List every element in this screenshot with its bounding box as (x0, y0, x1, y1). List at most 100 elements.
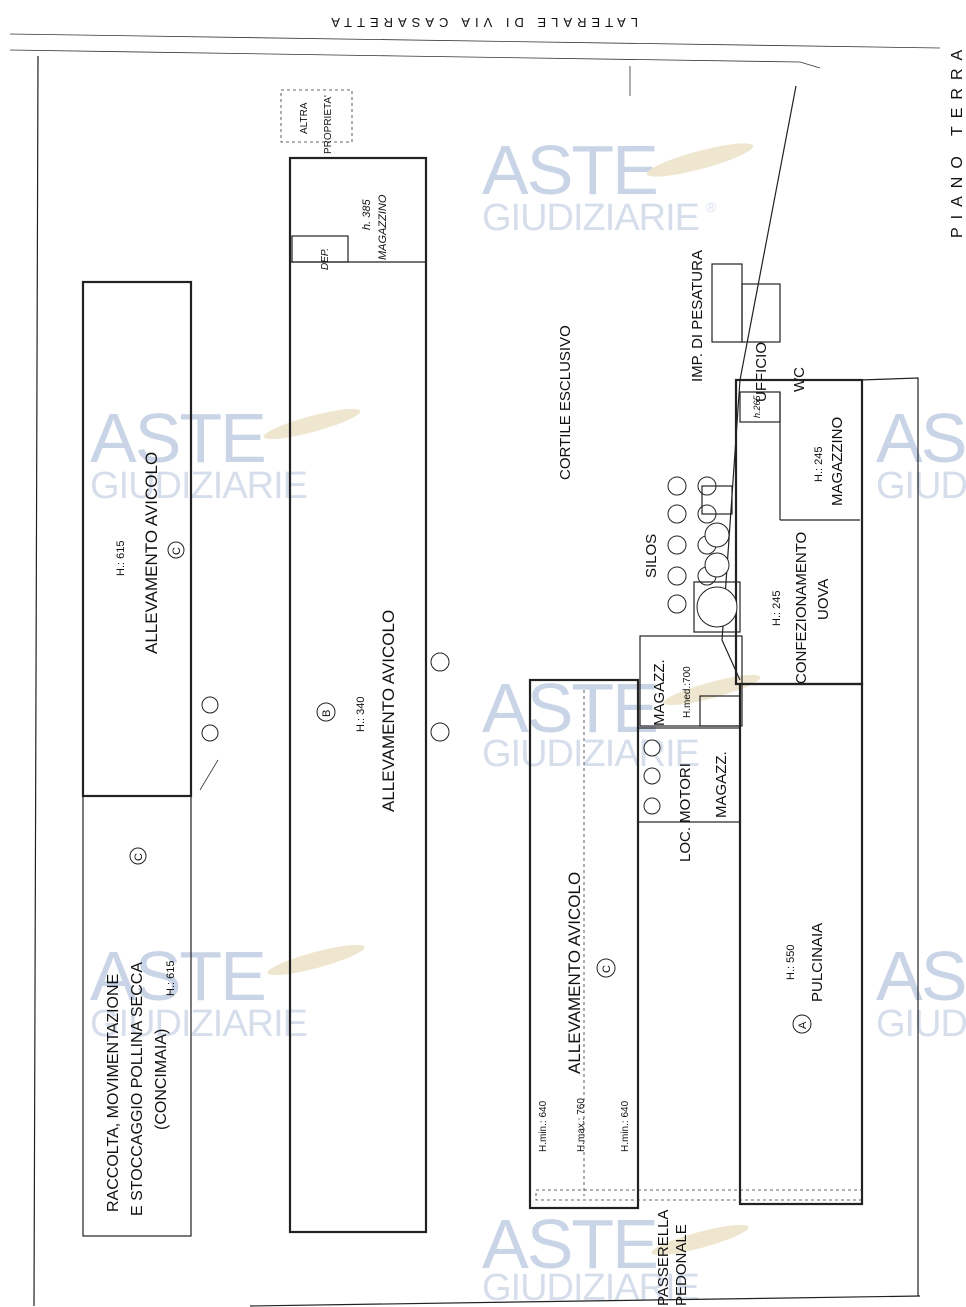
street-edge-2 (9, 49, 821, 69)
gavel-icon (267, 944, 365, 976)
pulcinaia-name: PULCINAIA (809, 923, 826, 1002)
confezionamento-name2: UOVA (815, 579, 832, 620)
floor-label: PIANO TERRA (949, 42, 966, 238)
other-property (280, 89, 353, 143)
silo (643, 739, 661, 757)
silos-label: SILOS (643, 534, 660, 578)
silo (430, 652, 450, 672)
building-c-right-hmax: H.max.: 760 (576, 1098, 587, 1152)
building-c-right-marker (596, 958, 616, 978)
other-property-line2: PROPRIETA' (323, 95, 334, 154)
watermark-brand: ASTE (876, 937, 966, 1015)
silo-big (693, 581, 741, 633)
walkway-line1: PASSERELLA (655, 1210, 672, 1306)
building-c-top-letter: C (171, 547, 183, 555)
magazzino-a-height: H.: 245 (813, 447, 825, 482)
watermark-sub: GIUDIZIARIE (482, 733, 699, 775)
building-c-right-hmin1: H.min.: 640 (538, 1100, 549, 1152)
magazz-block (639, 635, 743, 727)
building-b-marker (316, 702, 336, 722)
watermark-right-mid: ASTE GIUDIZIARIE (876, 399, 966, 507)
weighing-label: IMP. DI PESATURA (689, 250, 706, 382)
building-c-bottom-line2: E STOCCAGGIO POLLINA SECCA (129, 962, 146, 1216)
gavel-icon (651, 1224, 749, 1256)
silo (696, 586, 738, 628)
silo-square (701, 485, 733, 515)
silo (704, 552, 730, 578)
magazz-small (699, 695, 741, 727)
confezionamento-name1: CONFEZIONAMENTO (793, 532, 810, 684)
building-b-dep-label: DEP. (320, 248, 331, 270)
building-c-bottom (82, 795, 192, 1237)
building-b-warehouse-height: h. 385 (361, 199, 373, 230)
silo (643, 767, 661, 785)
walkway (535, 1189, 863, 1201)
building-c-bottom-marker (129, 847, 147, 865)
watermark-reg: ® (706, 199, 717, 215)
building-b-height: H.: 340 (355, 697, 367, 732)
lot-boundary-east (859, 377, 919, 1296)
other-property-line1: ALTRA (299, 102, 310, 134)
street-edge (9, 33, 941, 49)
watermark-brand: ASTE (90, 937, 265, 1015)
lot-boundary-left (33, 55, 39, 1307)
silo (704, 522, 730, 548)
office-label: UFFICIO (753, 342, 770, 402)
building-b-warehouse-name: MAGAZZINO (377, 194, 389, 260)
silo (667, 476, 687, 496)
h265-label: h.265 (752, 394, 762, 418)
gavel-icon (663, 674, 761, 706)
building-b-name: ALLEVAMENTO AVICOLO (379, 610, 398, 812)
watermark-right-low: ASTE GIUDIZIARIE (876, 937, 966, 1045)
lot-boundary-bottom (249, 1295, 921, 1307)
watermark-brand: ASTE (90, 399, 265, 477)
watermark-bottom: ASTE GIUDIZIARIE (482, 1205, 749, 1307)
weighing-scale (711, 263, 743, 343)
courtyard-label: CORTILE ESCLUSIVO (557, 325, 574, 480)
watermark-brand: ASTE (482, 669, 657, 747)
silo (643, 797, 661, 815)
lot-boundary-right (721, 85, 797, 681)
walkway-line2: PEDONALE (673, 1224, 690, 1306)
watermark-top: ASTE GIUDIZIARIE ® (482, 131, 754, 239)
watermark-sub: GIUDIZIARIE (90, 1003, 307, 1045)
loc-motori-label: LOC. MOTORI (677, 763, 694, 862)
building-c-bottom-line3: (CONCIMAIA) (153, 1029, 170, 1130)
pulcinaia-letter: A (797, 1021, 809, 1029)
magazz-top-label: MAGAZZ. (651, 659, 668, 726)
h-med-label: H.med.:700 (682, 666, 693, 718)
building-c-right-hmin2: H.min.: 640 (620, 1100, 631, 1152)
watermark-sub: GIUDIZIARIE (90, 465, 307, 507)
building-b (288, 156, 428, 1234)
building-b-letter: B (321, 710, 333, 717)
building-c-top-height: H.: 615 (115, 541, 127, 576)
building-c-top-name: ALLEVAMENTO AVICOLO (142, 452, 161, 654)
watermark-brand: ASTE (482, 131, 657, 209)
silo (667, 504, 687, 524)
building-c-bottom-height: H.: 615 (165, 961, 177, 996)
building-c-bottom-letter: C (133, 853, 145, 861)
building-c-right-name: ALLEVAMENTO AVICOLO (565, 872, 584, 1074)
building-c-right (528, 678, 640, 1210)
stair-icon (199, 759, 219, 791)
pulcinaia-height: H.: 550 (785, 945, 797, 980)
silos-group (667, 476, 741, 633)
building-a-marker (792, 1014, 812, 1034)
watermark-left-low: ASTE GIUDIZIARIE (90, 937, 365, 1045)
watermark-sub: GIUDIZIARIE (876, 465, 966, 507)
watermark-brand: ASTE (876, 399, 966, 477)
building-c-right-letter: C (601, 965, 613, 973)
watermark-brand: ASTE (482, 1205, 657, 1283)
magazzino-a-name: MAGAZZINO (829, 417, 846, 506)
magazz-low-label: MAGAZZ. (713, 751, 730, 818)
silo (667, 566, 687, 586)
watermark-left-mid: ASTE GIUDIZIARIE (90, 399, 361, 507)
street-label: LATERALE DI VIA CASARETTA (326, 15, 638, 30)
building-b-dep (291, 235, 349, 263)
silo (667, 594, 687, 614)
building-c-top-marker (167, 541, 185, 559)
silo (201, 724, 219, 742)
watermark-sub: GIUDIZIARIE (482, 197, 699, 239)
gavel-icon (263, 408, 361, 440)
